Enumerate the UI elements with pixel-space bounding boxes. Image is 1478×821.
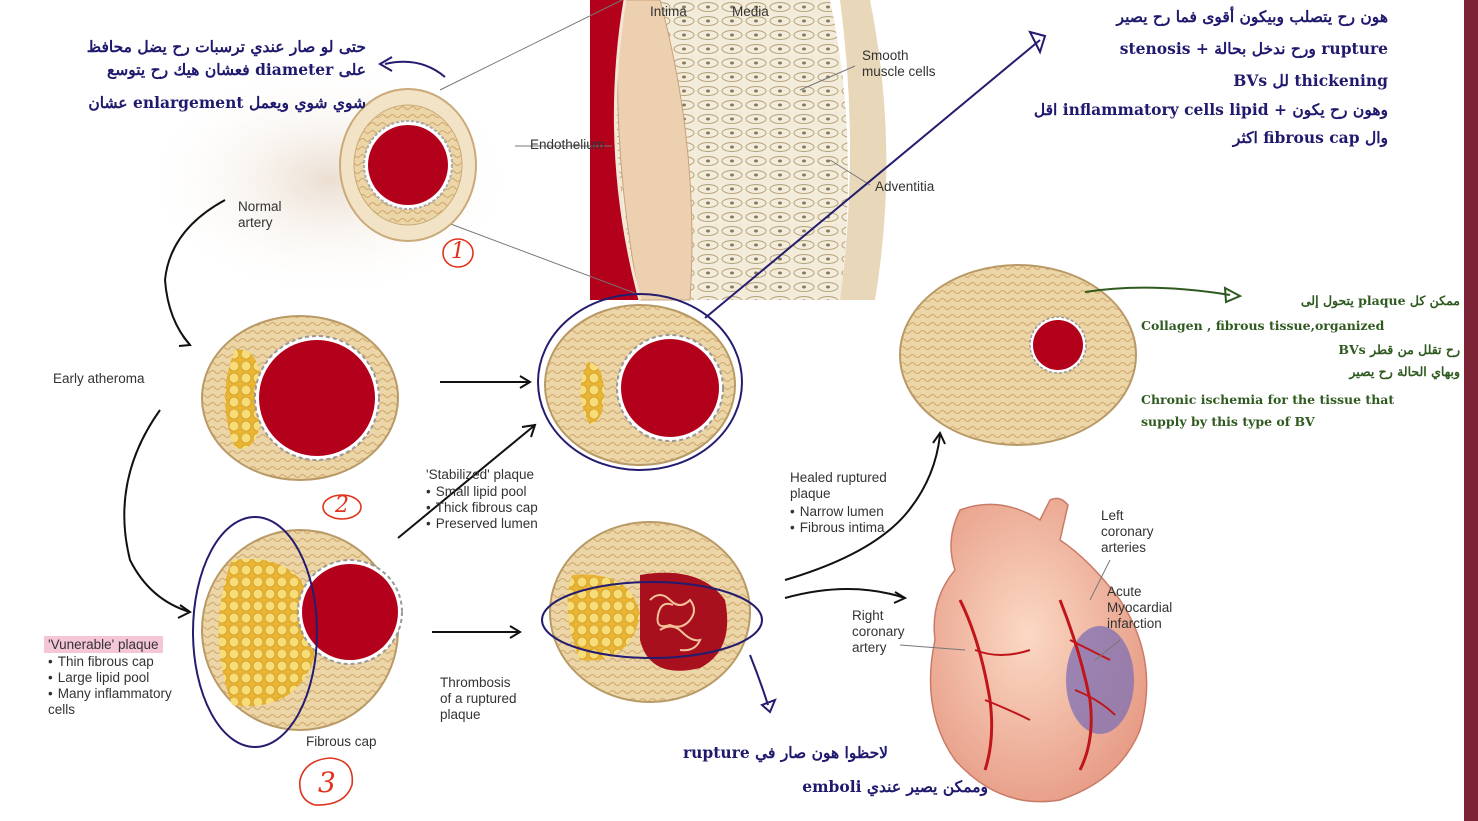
- note-top-right-line-4: وهون رح يكون + inflammatory cells lipid …: [1034, 99, 1388, 120]
- vulnerable-plaque-section: [202, 530, 402, 730]
- list-item: Preserved lumen: [426, 516, 538, 532]
- note-top-left-line-3: شوي شوي ويعمل enlargement عشان: [88, 92, 366, 113]
- note-right-line-6: supply by this type of BV: [1141, 413, 1315, 431]
- label-endothelium: Endothelium: [530, 137, 605, 153]
- label-intima: Intima: [650, 4, 687, 20]
- note-top-left-line-2: على diameter فعشان هيك رح يتوسع: [107, 59, 366, 80]
- list-item: Many inflammatory cells: [48, 686, 172, 718]
- label-stabilized-plaque: 'Stabilized' plaque: [426, 467, 534, 483]
- note-bottom-line-2: وممكن يصير عندي emboli: [802, 776, 988, 797]
- ruptured-plaque-section: [550, 522, 750, 702]
- stabilized-plaque-section: [545, 305, 735, 465]
- vulnerable-plaque-list: Thin fibrous cap Large lipid pool Many i…: [48, 654, 172, 718]
- note-top-right-line-5: وال fibrous cap اكثر: [1233, 127, 1388, 148]
- label-adventitia: Adventitia: [875, 179, 934, 195]
- list-item: Small lipid pool: [426, 484, 538, 500]
- list-item: Thin fibrous cap: [48, 654, 172, 670]
- note-right-line-2: Collagen , fibrous tissue,organized: [1141, 317, 1384, 335]
- note-bottom-line-1: لاحظوا هون صار في rupture: [683, 742, 888, 763]
- list-item: Fibrous intima: [790, 520, 885, 536]
- note-top-right-line-1: هون رح يتصلب وبيكون أقوى فما رح يصير: [1117, 6, 1388, 27]
- number-2: 2: [335, 493, 349, 518]
- label-healed-plaque: Healed ruptured plaque: [790, 470, 887, 502]
- note-right-line-4: وبهاي الحالة رح يصير: [1349, 363, 1460, 381]
- sidebar-strip: [1464, 0, 1478, 821]
- healed-plaque-list: Narrow lumen Fibrous intima: [790, 504, 885, 536]
- healed-plaque-section: [900, 265, 1136, 445]
- label-smooth-muscle: Smooth muscle cells: [862, 48, 936, 80]
- list-item: Thick fibrous cap: [426, 500, 538, 516]
- number-3: 3: [318, 766, 336, 799]
- label-early-atheroma: Early atheroma: [53, 371, 145, 387]
- label-media: Media: [732, 4, 769, 20]
- list-item: Large lipid pool: [48, 670, 172, 686]
- label-right-coronary: Right coronary artery: [852, 608, 905, 656]
- label-fibrous-cap: Fibrous cap: [306, 734, 377, 750]
- note-right-line-5: Chronic ischemia for the tissue that: [1141, 391, 1394, 409]
- label-thrombosis: Thrombosis of a ruptured plaque: [440, 675, 517, 723]
- note-right-line-1: ممكن كل plaque يتحول إلى: [1301, 292, 1460, 310]
- number-1: 1: [451, 239, 465, 264]
- early-atheroma-section: [202, 316, 398, 480]
- label-normal-artery: Normal artery: [238, 199, 282, 231]
- note-right-line-3: رح تقلل من قطر BVs: [1338, 341, 1460, 359]
- label-vulnerable-plaque: 'Vunerable' plaque: [44, 636, 163, 653]
- stabilized-plaque-list: Small lipid pool Thick fibrous cap Prese…: [426, 484, 538, 532]
- label-left-coronary: Left coronary arteries: [1101, 508, 1154, 556]
- list-item: Narrow lumen: [790, 504, 885, 520]
- note-top-right-line-2: rupture ورح ندخل بحالة + stenosis: [1120, 38, 1388, 59]
- label-acute-mi: Acute Myocardial infarction: [1107, 584, 1172, 632]
- note-top-left-line-1: حتى لو صار عندي ترسبات رح يضل محافظ: [87, 36, 366, 57]
- note-top-right-line-3: thickening لل BVs: [1233, 70, 1388, 91]
